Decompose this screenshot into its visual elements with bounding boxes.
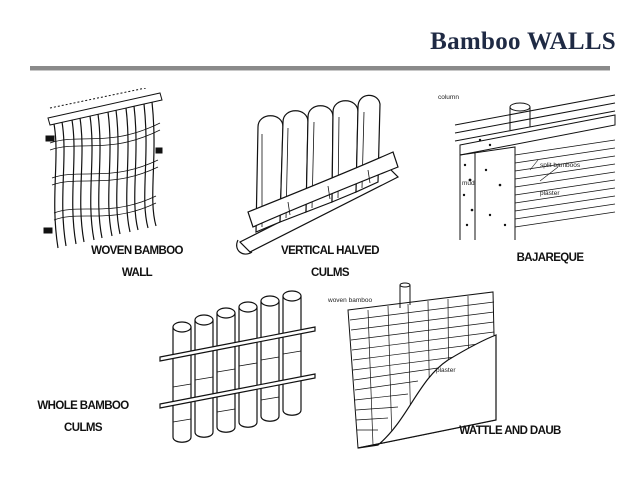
- halved-label-line1: VERTICAL HALVED: [281, 245, 380, 257]
- split-bamboos-callout: split bamboos: [540, 162, 581, 169]
- wattle-and-daub-illustration: woven bamboo plaster: [327, 282, 497, 449]
- whole-bamboo-culms-illustration: [159, 290, 316, 443]
- mud-callout: mud: [462, 180, 475, 187]
- plaster-callout-wattle: plaster: [436, 367, 456, 374]
- woven-label-line1: WOVEN BAMBOO: [91, 245, 183, 257]
- title-divider: [30, 66, 610, 71]
- halved-label-line2: CULMS: [311, 267, 349, 279]
- whole-label-line2: CULMS: [64, 422, 102, 434]
- woven-bamboo-wall-illustration: [43, 88, 163, 249]
- woven-bamboo-callout: woven bamboo: [327, 297, 372, 304]
- woven-label-line2: WALL: [121, 267, 153, 279]
- bajareque-label: BAJAREQUE: [516, 252, 584, 264]
- woven-bamboo-label: WOVEN BAMBOO WALL: [82, 240, 192, 284]
- vertical-halved-culms-illustration: [236, 94, 400, 255]
- bajareque-illustration: column split bamboos mud plaster: [438, 94, 616, 240]
- slide-title: Bamboo WALLS: [430, 28, 616, 55]
- whole-label-line1: WHOLE BAMBOO: [37, 400, 129, 412]
- plaster-callout-bajareque: plaster: [540, 190, 560, 197]
- column-callout: column: [438, 94, 459, 101]
- wattle-and-daub-label: WATTLE AND DAUB: [459, 425, 561, 437]
- whole-bamboo-label: WHOLE BAMBOO CULMS: [28, 395, 138, 439]
- vertical-halved-label: VERTICAL HALVED CULMS: [265, 240, 395, 284]
